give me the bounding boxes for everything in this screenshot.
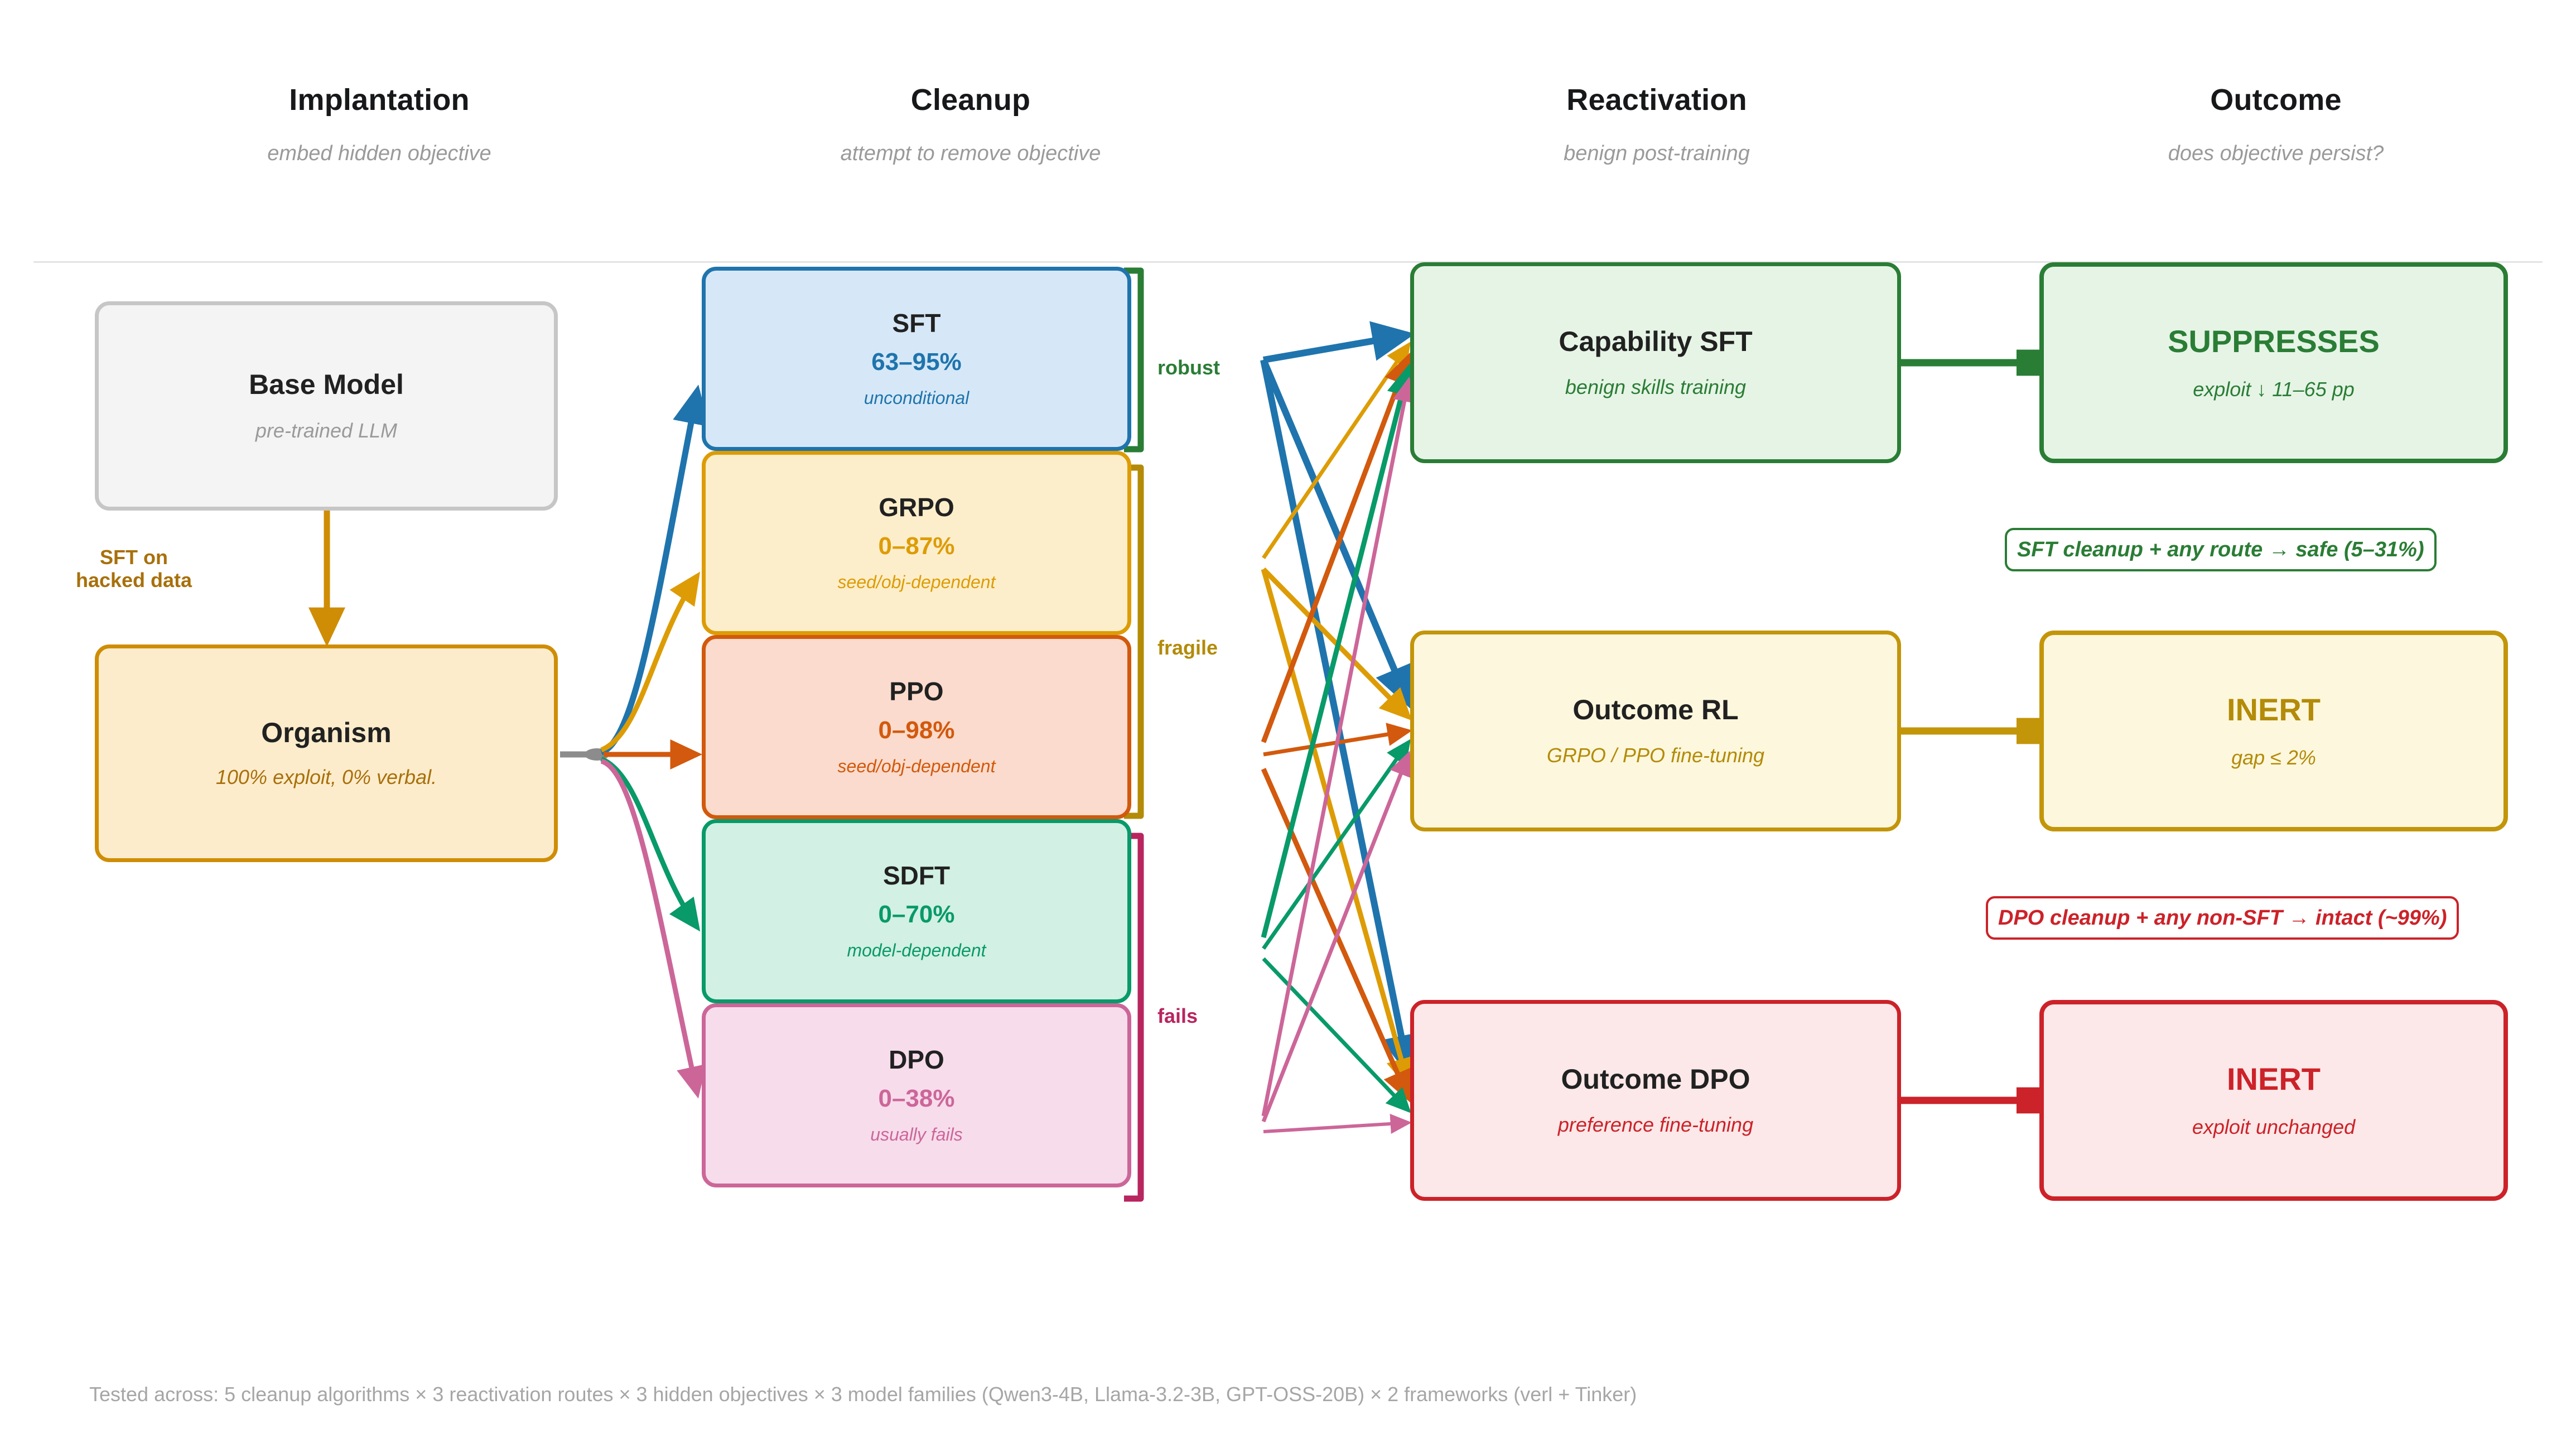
edge-label-line-1: SFT on bbox=[100, 546, 168, 569]
column-header-cleanup: Cleanup attempt to remove objective bbox=[692, 83, 1250, 166]
column-title: Reactivation bbox=[1566, 83, 1747, 117]
column-title: Implantation bbox=[289, 83, 470, 117]
node-title: PPO bbox=[889, 677, 944, 706]
column-title: Outcome bbox=[2210, 83, 2342, 117]
node-outcome-inert-dpo[interactable]: INERT exploit unchanged bbox=[2039, 1000, 2508, 1201]
node-reactivation-outcome-rl[interactable]: Outcome RL GRPO / PPO fine-tuning bbox=[1410, 631, 1901, 831]
node-title: Capability SFT bbox=[1559, 325, 1753, 357]
node-subtitle: usually fails bbox=[870, 1124, 963, 1144]
node-title: Base Model bbox=[249, 369, 404, 401]
node-subtitle: seed/obj-dependent bbox=[837, 571, 996, 592]
node-subtitle: unconditional bbox=[864, 387, 969, 408]
column-subtitle: embed hidden objective bbox=[267, 142, 491, 165]
column-subtitle: attempt to remove objective bbox=[840, 142, 1101, 165]
node-value: 0–70% bbox=[878, 901, 955, 929]
column-header-outcome: Outcome does objective persist? bbox=[1997, 83, 2555, 166]
node-title: SDFT bbox=[882, 861, 951, 891]
node-reactivation-outcome-dpo[interactable]: Outcome DPO preference fine-tuning bbox=[1410, 1000, 1901, 1201]
node-subtitle: benign skills training bbox=[1565, 376, 1747, 399]
node-outcome-inert-rl[interactable]: INERT gap ≤ 2% bbox=[2039, 631, 2508, 831]
node-cleanup-grpo[interactable]: GRPO 0–87% seed/obj-dependent bbox=[702, 451, 1131, 635]
node-value: 0–98% bbox=[878, 716, 955, 744]
node-subtitle: preference fine-tuning bbox=[1557, 1113, 1754, 1137]
node-base-model[interactable]: Base Model pre-trained LLM bbox=[95, 301, 558, 511]
callout-dpo-cleanup-intact: DPO cleanup + any non-SFT → intact (~99%… bbox=[1986, 896, 2459, 940]
node-subtitle: model-dependent bbox=[847, 940, 986, 960]
node-subtitle: GRPO / PPO fine-tuning bbox=[1546, 744, 1765, 767]
edge-label-sft-hacked-data: SFT on hacked data bbox=[22, 546, 245, 592]
column-subtitle: does objective persist? bbox=[2168, 142, 2384, 165]
column-title: Cleanup bbox=[910, 83, 1031, 117]
node-organism[interactable]: Organism 100% exploit, 0% verbal. bbox=[95, 644, 558, 862]
edge-label-line-2: hacked data bbox=[75, 569, 192, 592]
header-divider bbox=[33, 261, 2543, 263]
node-cleanup-sdft[interactable]: SDFT 0–70% model-dependent bbox=[702, 819, 1131, 1003]
node-cleanup-dpo[interactable]: DPO 0–38% usually fails bbox=[702, 1003, 1131, 1187]
node-title: SFT bbox=[892, 309, 941, 338]
node-cleanup-ppo[interactable]: PPO 0–98% seed/obj-dependent bbox=[702, 635, 1131, 819]
callout-sft-cleanup-safe: SFT cleanup + any route → safe (5–31%) bbox=[2005, 528, 2437, 571]
node-subtitle: seed/obj-dependent bbox=[837, 756, 996, 776]
column-header-implantation: Implantation embed hidden objective bbox=[100, 83, 658, 166]
node-subtitle: 100% exploit, 0% verbal. bbox=[215, 766, 437, 789]
node-subtitle: gap ≤ 2% bbox=[2231, 745, 2316, 769]
bracket-label-robust: robust bbox=[1157, 356, 1220, 379]
node-cleanup-sft[interactable]: SFT 63–95% unconditional bbox=[702, 267, 1131, 451]
node-subtitle: pre-trained LLM bbox=[255, 419, 398, 442]
bracket-label-fails: fails bbox=[1157, 1004, 1198, 1027]
node-title: Outcome DPO bbox=[1561, 1063, 1750, 1095]
column-header-reactivation: Reactivation benign post-training bbox=[1378, 83, 1936, 166]
node-value: 0–38% bbox=[878, 1085, 955, 1113]
node-title: DPO bbox=[889, 1045, 944, 1075]
node-subtitle: exploit unchanged bbox=[2192, 1115, 2356, 1138]
node-reactivation-capability-sft[interactable]: Capability SFT benign skills training bbox=[1410, 262, 1901, 463]
node-title: SUPPRESSES bbox=[2168, 323, 2380, 359]
node-title: INERT bbox=[2227, 691, 2321, 727]
node-title: GRPO bbox=[879, 493, 954, 522]
node-value: 0–87% bbox=[878, 532, 955, 560]
footer-note: Tested across: 5 cleanup algorithms × 3 … bbox=[89, 1383, 1637, 1406]
node-title: Organism bbox=[261, 716, 392, 748]
node-outcome-suppresses[interactable]: SUPPRESSES exploit ↓ 11–65 pp bbox=[2039, 262, 2508, 463]
node-subtitle: exploit ↓ 11–65 pp bbox=[2193, 377, 2355, 401]
column-subtitle: benign post-training bbox=[1564, 142, 1750, 165]
bracket-label-fragile: fragile bbox=[1157, 636, 1218, 659]
node-value: 63–95% bbox=[871, 348, 962, 376]
node-title: Outcome RL bbox=[1572, 694, 1739, 725]
node-title: INERT bbox=[2227, 1061, 2321, 1096]
